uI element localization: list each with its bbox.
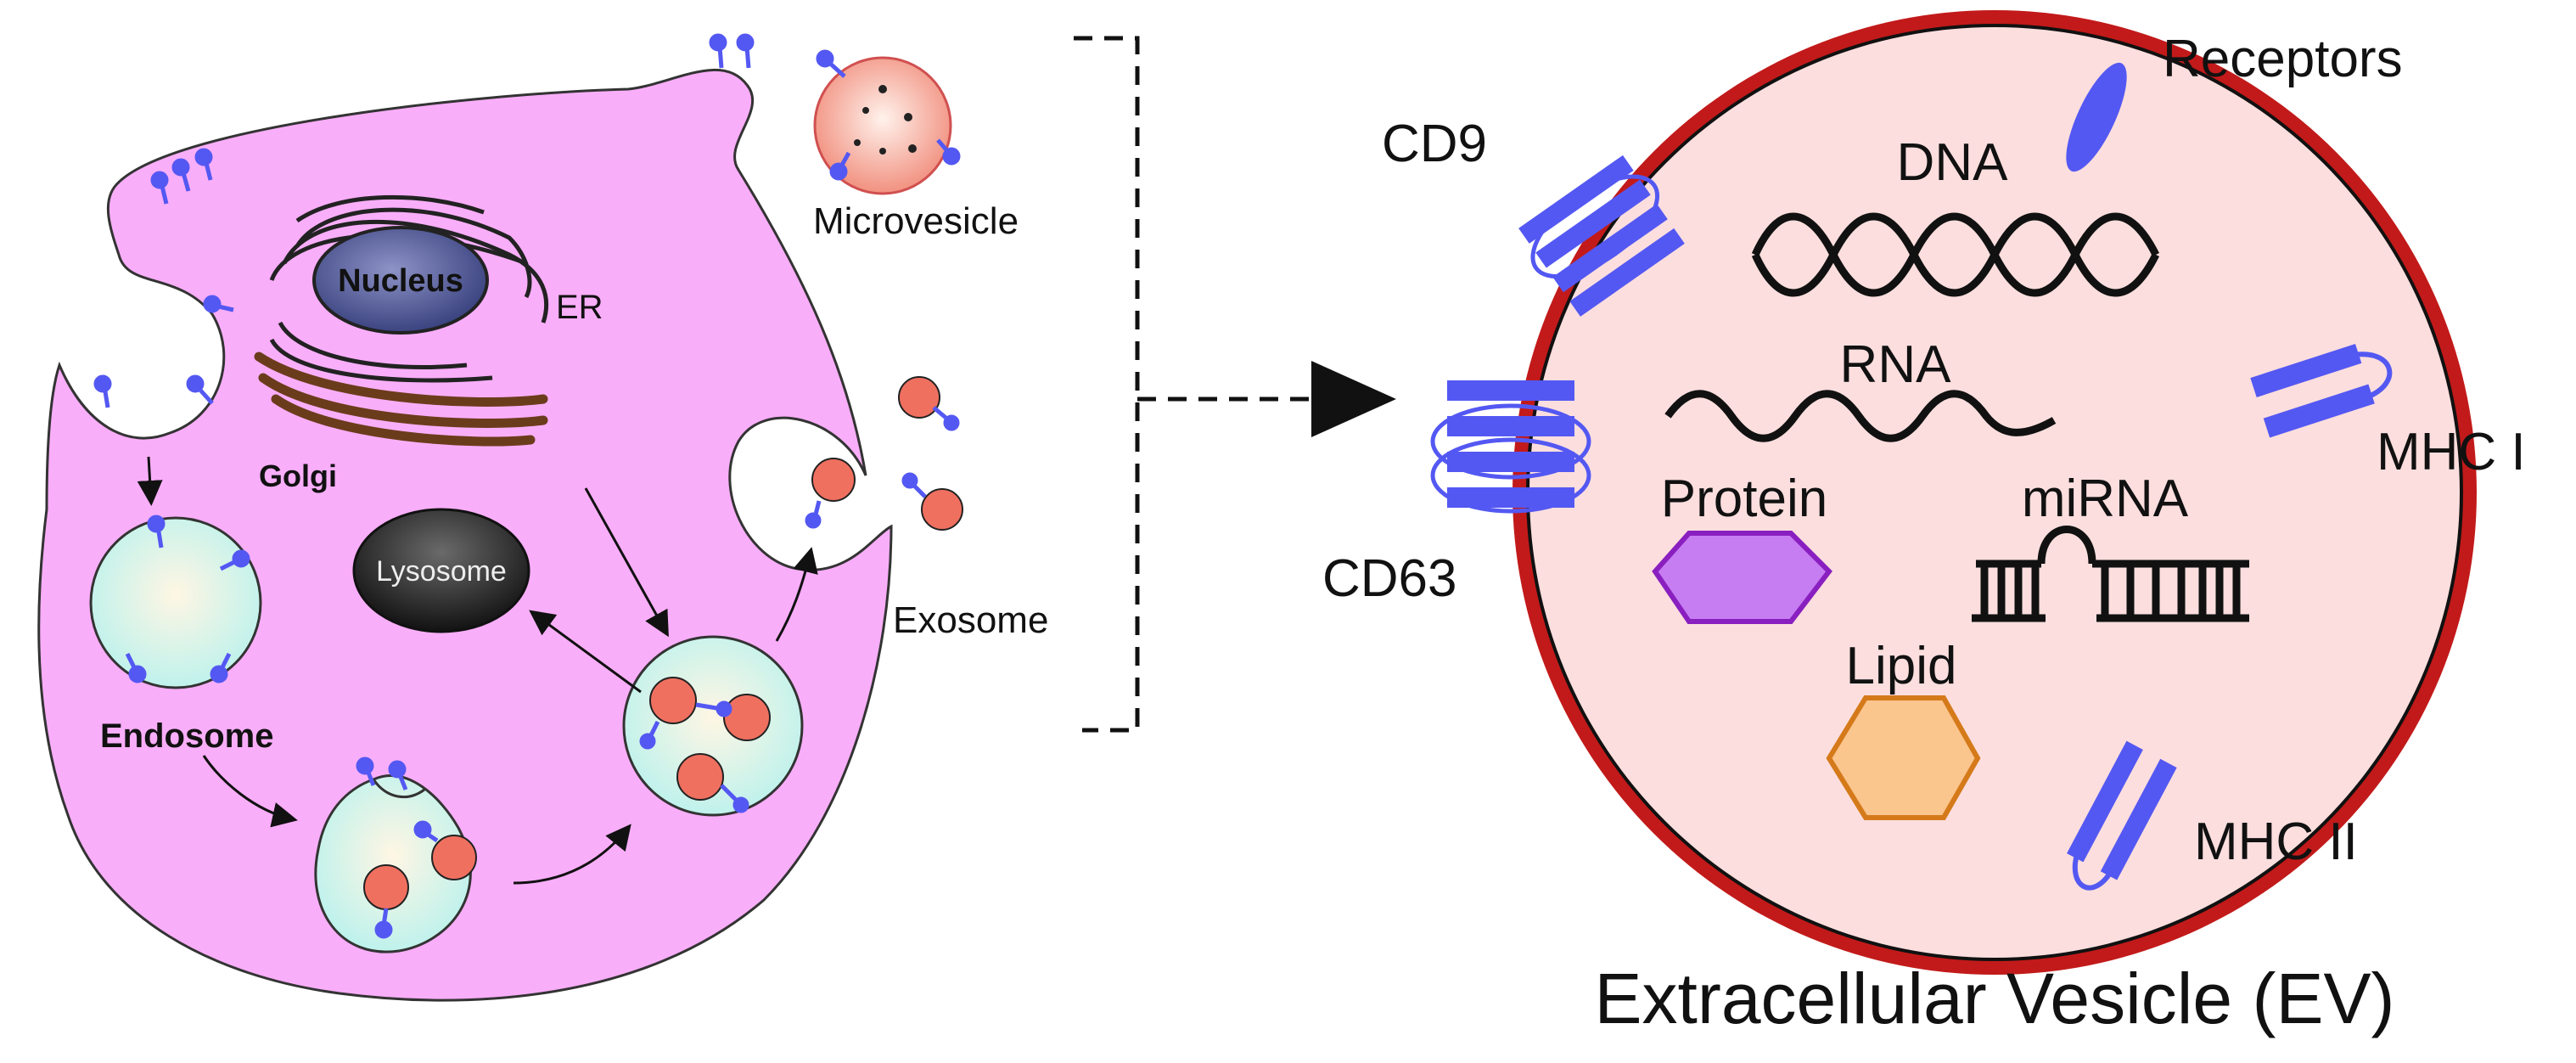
nucleus: Nucleus (312, 226, 489, 335)
exosome-label: Exosome (893, 599, 1048, 641)
mhc-ii-label: MHC II (2194, 813, 2358, 871)
lipid-icon (1826, 695, 1981, 820)
nucleus-label: Nucleus (338, 263, 463, 299)
receptor-icon (2066, 62, 2127, 172)
multivesicular-body (622, 635, 804, 817)
early-endosome (89, 515, 262, 689)
rna-label: RNA (1840, 335, 1952, 394)
receptors-label: Receptors (2163, 30, 2403, 88)
pathway-arrows (137, 456, 818, 885)
late-endosome (314, 756, 477, 953)
dna-label: DNA (1897, 133, 2009, 192)
mhc-i-label: MHC I (2377, 423, 2526, 481)
microvesicle-label: Microvesicle (813, 200, 1019, 242)
marker-icon (186, 374, 214, 405)
protein-label: Protein (1661, 470, 1827, 528)
lysosome-label: Lysosome (376, 555, 507, 588)
marker-icon (150, 171, 169, 205)
mhc-ii-icon (2067, 740, 2177, 891)
ev-title: Extracellular Vesicle (EV) (1595, 959, 2395, 1038)
rna-icon (1664, 390, 2057, 442)
protein-icon (1652, 531, 1832, 624)
exosomes-released (805, 376, 963, 531)
er-label: ER (556, 289, 603, 326)
surface-markers (93, 33, 755, 408)
golgi (254, 352, 548, 447)
cd9-icon (1518, 155, 1685, 317)
marker-icon (203, 295, 234, 313)
marker-icon (171, 158, 191, 192)
bracket-connector (1074, 36, 1311, 733)
marker-icon (736, 33, 755, 69)
cd63-icon (1430, 380, 1591, 514)
marker-icon (709, 33, 727, 69)
marker-icon (194, 148, 213, 181)
mirna-label: miRNA (2022, 470, 2189, 528)
mirna-icon (1972, 526, 2249, 622)
marker-icon (93, 374, 112, 408)
endosome-label: Endosome (100, 717, 273, 755)
arrow-head-icon (1311, 361, 1396, 437)
dna-icon (1751, 212, 2160, 297)
microvesicle (813, 49, 961, 195)
lysosome: Lysosome (352, 508, 530, 633)
cd63-label: CD63 (1322, 549, 1457, 608)
lipid-label: Lipid (1846, 637, 1957, 695)
mhc-i-icon (2250, 343, 2393, 438)
golgi-label: Golgi (259, 458, 337, 493)
cd9-label: CD9 (1382, 115, 1487, 173)
